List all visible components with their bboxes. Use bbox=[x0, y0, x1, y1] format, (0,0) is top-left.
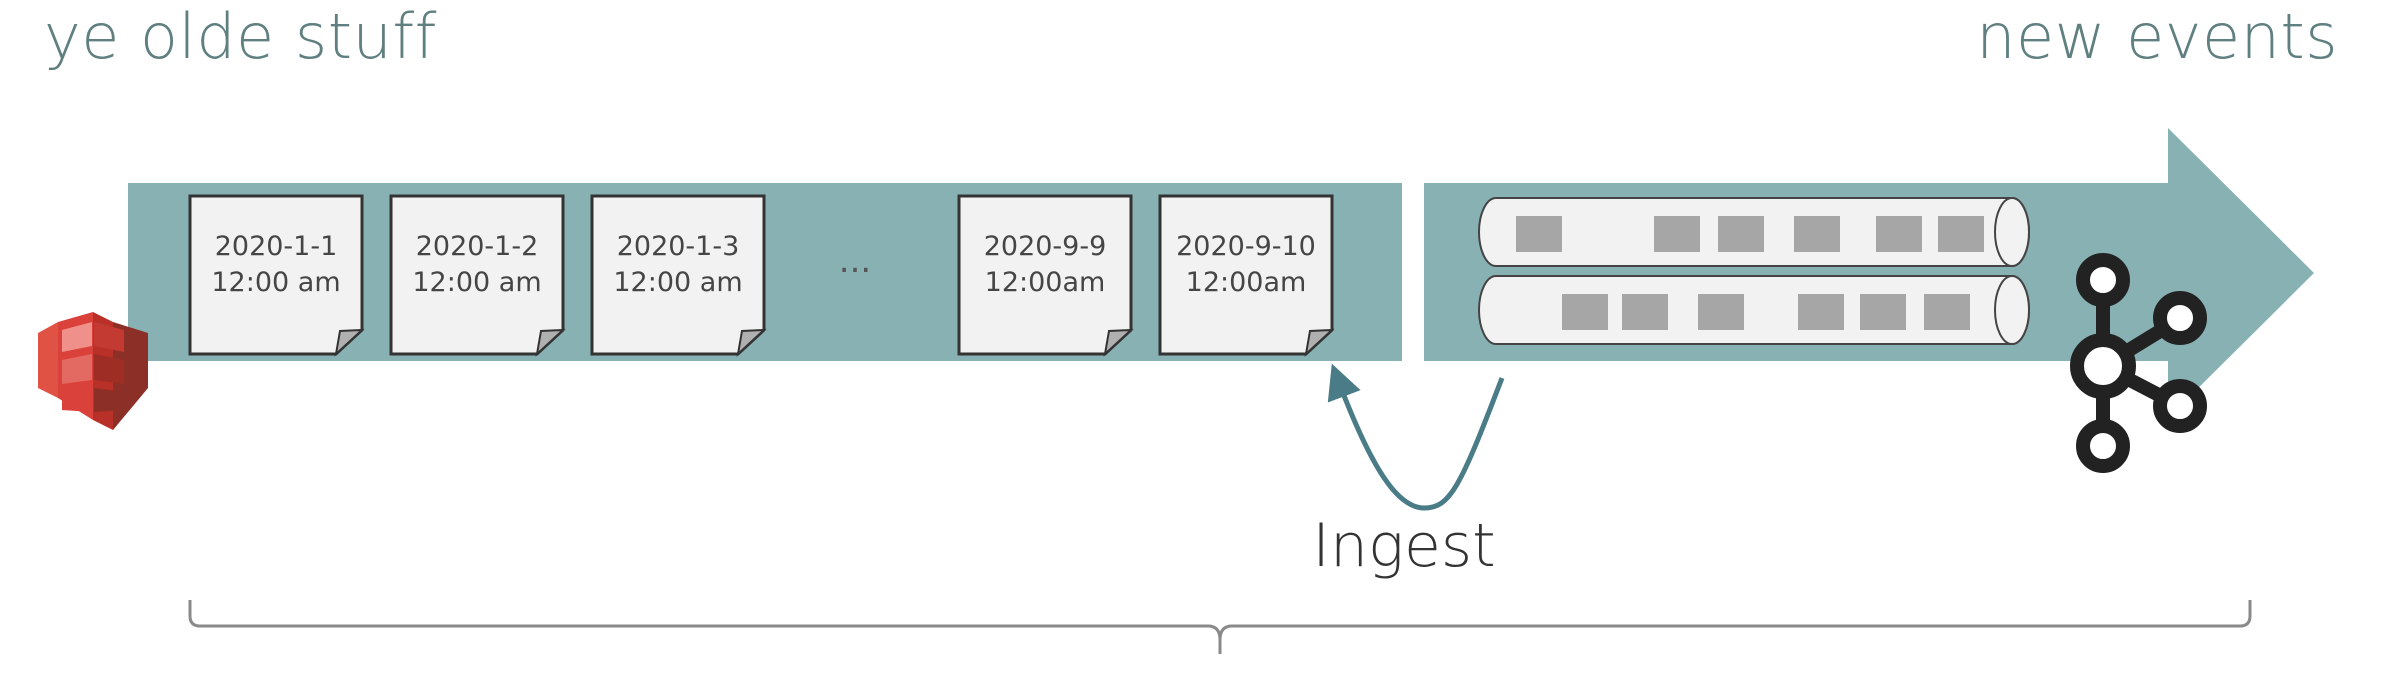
event-block bbox=[1798, 294, 1844, 330]
stream-arrow bbox=[1424, 128, 2314, 418]
event-block bbox=[1516, 216, 1562, 252]
event-block bbox=[1860, 294, 1906, 330]
topic-partition bbox=[1478, 197, 2030, 267]
kafka-icon bbox=[2070, 253, 2207, 473]
file-time: 12:00am bbox=[1186, 267, 1307, 298]
file-time: 12:00am bbox=[985, 267, 1106, 298]
file-card: 2020-9-9 12:00am bbox=[957, 194, 1134, 357]
new-events-label: new events bbox=[1976, 0, 2338, 73]
file-date: 2020-1-1 bbox=[215, 231, 338, 262]
file-card: 2020-1-2 12:00 am bbox=[389, 194, 566, 357]
event-block bbox=[1938, 216, 1984, 252]
event-block bbox=[1622, 294, 1668, 330]
file-card: 2020-1-1 12:00 am bbox=[188, 194, 365, 357]
file-date: 2020-1-2 bbox=[416, 231, 539, 262]
file-time: 12:00 am bbox=[412, 267, 541, 298]
old-data-label: ye olde stuff bbox=[44, 0, 437, 73]
ellipsis: ... bbox=[839, 241, 871, 281]
aws-s3-bucket-icon bbox=[38, 312, 148, 430]
ingest-label: Ingest bbox=[1312, 511, 1495, 581]
file-date: 2020-1-3 bbox=[617, 231, 740, 262]
event-block bbox=[1876, 216, 1922, 252]
timeline-bracket bbox=[188, 600, 2252, 654]
event-block bbox=[1562, 294, 1608, 330]
file-date: 2020-9-9 bbox=[984, 231, 1107, 262]
event-block bbox=[1654, 216, 1700, 252]
file-card: 2020-1-3 12:00 am bbox=[590, 194, 767, 357]
file-time: 12:00 am bbox=[211, 267, 340, 298]
event-block bbox=[1924, 294, 1970, 330]
event-block bbox=[1718, 216, 1764, 252]
topic-partition bbox=[1478, 275, 2030, 345]
file-card: 2020-9-10 12:00am bbox=[1158, 194, 1335, 357]
file-date: 2020-9-10 bbox=[1176, 231, 1316, 262]
event-block bbox=[1698, 294, 1744, 330]
ingest-arrow bbox=[1327, 363, 1505, 511]
event-block bbox=[1794, 216, 1840, 252]
file-time: 12:00 am bbox=[613, 267, 742, 298]
